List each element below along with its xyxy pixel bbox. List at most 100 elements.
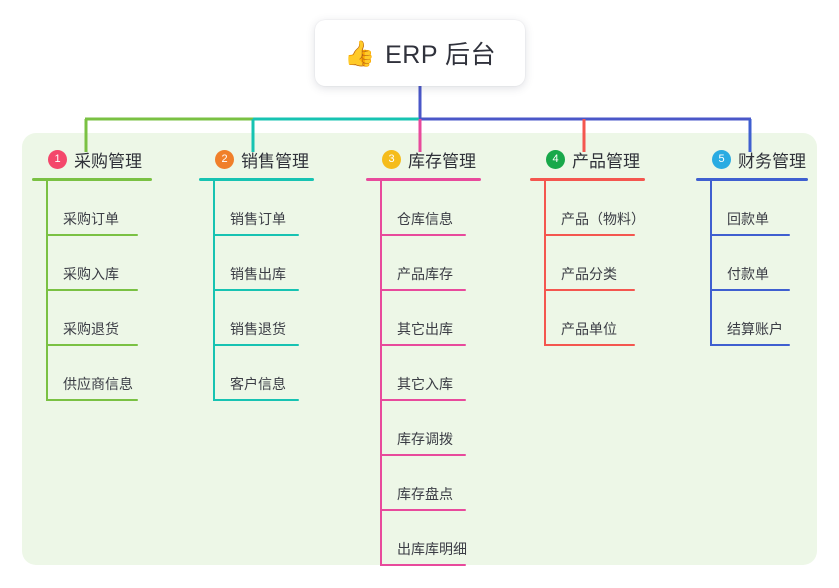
branch-header-rule	[366, 178, 481, 181]
branch-item-rule	[380, 234, 466, 236]
branch-title: 库存管理	[408, 151, 476, 171]
branch-item-label: 仓库信息	[397, 211, 453, 227]
branch-header-1[interactable]: 1 采购管理	[48, 148, 150, 171]
diagram-panel	[22, 133, 817, 565]
branch-item[interactable]: 回款单	[696, 181, 806, 236]
branch-item[interactable]: 仓库信息	[366, 181, 479, 236]
branch-item-list: 回款单付款单结算账户	[696, 181, 806, 346]
branch-item[interactable]: 其它出库	[366, 291, 479, 346]
branch-spine	[710, 181, 712, 346]
branch-item-list: 产品（物料） 产品分类产品单位	[530, 181, 645, 346]
branch-item-rule	[213, 399, 299, 401]
branch-number-badge: 2	[215, 149, 234, 169]
branch-item[interactable]: 产品分类	[530, 236, 643, 291]
root-node-title: ERP 后台	[385, 41, 497, 69]
branch-item-label: 供应商信息	[63, 376, 133, 392]
branch-item[interactable]: 其它入库	[366, 346, 479, 401]
branch-item[interactable]: 采购入库	[32, 236, 150, 291]
branch-item-rule	[380, 399, 466, 401]
branch-item[interactable]: 库存盘点	[366, 456, 479, 511]
branch-item-label: 其它出库	[397, 321, 453, 337]
branch-item-label: 库存调拨	[397, 431, 453, 447]
branch-item-label: 销售出库	[230, 266, 286, 282]
branch-spine	[380, 181, 382, 566]
branch-spine	[544, 181, 546, 346]
branch-item-rule	[46, 344, 138, 346]
branch-item-label: 销售订单	[230, 211, 286, 227]
branch-item-rule	[46, 234, 138, 236]
branch-item[interactable]: 产品单位	[530, 291, 643, 346]
branch-item-label: 结算账户	[727, 321, 783, 337]
branch-item-rule	[380, 454, 466, 456]
branch-number-badge: 3	[382, 149, 401, 169]
branch-item-label: 库存盘点	[397, 486, 453, 502]
branch-item-rule	[213, 234, 299, 236]
branch-item-rule	[544, 289, 635, 291]
branch-item-label: 回款单	[727, 211, 769, 227]
branch-item[interactable]: 销售订单	[199, 181, 312, 236]
branch-item[interactable]: 供应商信息	[32, 346, 150, 401]
branch-column-3: 3 库存管理仓库信息产品库存其它出库其它入库库存调拨库存盘点出库库明细	[366, 148, 481, 566]
branch-header-rule	[199, 178, 314, 181]
branch-number-badge: 1	[48, 149, 67, 169]
branch-item-rule	[544, 344, 635, 346]
branch-item-rule	[710, 234, 790, 236]
branch-item[interactable]: 销售出库	[199, 236, 312, 291]
branch-item[interactable]: 客户信息	[199, 346, 312, 401]
root-node[interactable]: 👍 ERP 后台	[315, 20, 525, 86]
branch-title: 财务管理	[738, 151, 806, 171]
branch-item[interactable]: 采购退货	[32, 291, 150, 346]
branch-column-2: 2 销售管理销售订单销售出库销售退货客户信息	[199, 148, 314, 401]
branch-item[interactable]: 付款单	[696, 236, 806, 291]
branch-item-rule	[46, 399, 138, 401]
branch-item-list: 采购订单采购入库采购退货供应商信息	[32, 181, 150, 401]
branch-item[interactable]: 采购订单	[32, 181, 150, 236]
branch-item-rule	[213, 344, 299, 346]
branch-header-rule	[530, 178, 645, 181]
branch-spine	[46, 181, 48, 401]
branch-item-rule	[380, 509, 466, 511]
branch-item-label: 产品（物料）	[561, 211, 645, 227]
branch-item-rule	[710, 289, 790, 291]
branch-item-rule	[710, 344, 790, 346]
branch-item-rule	[380, 564, 466, 566]
branch-title: 销售管理	[241, 151, 309, 171]
branch-item-label: 客户信息	[230, 376, 286, 392]
root-node-content: 👍 ERP 后台	[344, 35, 496, 71]
branch-header-4[interactable]: 4 产品管理	[546, 148, 643, 171]
branch-title: 产品管理	[572, 151, 640, 171]
branch-number-badge: 4	[546, 149, 565, 169]
branch-title: 采购管理	[74, 151, 142, 171]
branch-item-rule	[380, 344, 466, 346]
branch-item[interactable]: 产品（物料）	[530, 181, 645, 236]
branch-header-rule	[32, 178, 152, 181]
branch-item-list: 仓库信息产品库存其它出库其它入库库存调拨库存盘点出库库明细	[366, 181, 479, 566]
branch-item-label: 采购退货	[63, 321, 119, 337]
branch-item-rule	[544, 234, 635, 236]
branch-item-label: 采购入库	[63, 266, 119, 282]
branch-item-label: 产品单位	[561, 321, 617, 337]
branch-column-4: 4 产品管理产品（物料） 产品分类产品单位	[530, 148, 645, 346]
branch-spine	[213, 181, 215, 401]
branch-header-2[interactable]: 2 销售管理	[215, 148, 312, 171]
branch-item-label: 其它入库	[397, 376, 453, 392]
branch-item-label: 采购订单	[63, 211, 119, 227]
branch-item-label: 产品分类	[561, 266, 617, 282]
branch-item-list: 销售订单销售出库销售退货客户信息	[199, 181, 312, 401]
branch-item-label: 出库库明细	[397, 541, 467, 557]
branch-item-rule	[213, 289, 299, 291]
branch-item-label: 销售退货	[230, 321, 286, 337]
branch-item[interactable]: 销售退货	[199, 291, 312, 346]
branch-item-rule	[46, 289, 138, 291]
branch-header-rule	[696, 178, 808, 181]
branch-item[interactable]: 出库库明细	[366, 511, 479, 566]
branch-item-label: 付款单	[727, 266, 769, 282]
branch-item[interactable]: 库存调拨	[366, 401, 479, 456]
branch-item[interactable]: 结算账户	[696, 291, 806, 346]
branch-header-3[interactable]: 3 库存管理	[382, 148, 479, 171]
branch-item-rule	[380, 289, 466, 291]
branch-item[interactable]: 产品库存	[366, 236, 479, 291]
